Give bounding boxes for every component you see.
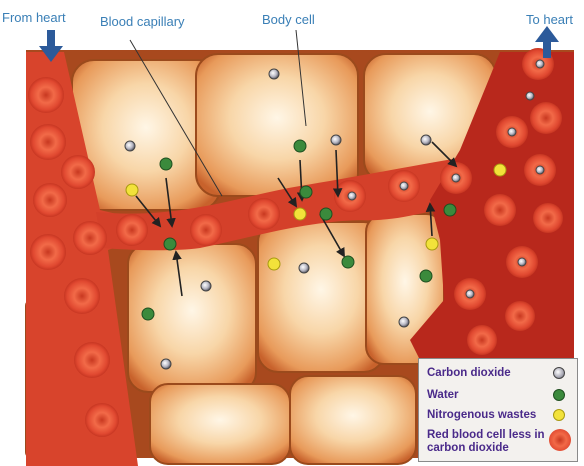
carbon-dioxide-molecule <box>125 141 135 151</box>
water-molecule <box>142 308 154 320</box>
carbon-dioxide-molecule <box>466 290 474 298</box>
carbon-dioxide-molecule <box>348 192 356 200</box>
red-blood-cell <box>64 278 100 314</box>
legend: Carbon dioxide Water Nitrogenous wastes … <box>418 358 578 462</box>
red-blood-cell <box>248 198 280 230</box>
label-to-heart: To heart <box>526 12 573 27</box>
water-molecule <box>160 158 172 170</box>
label-blood-capillary: Blood capillary <box>100 14 185 29</box>
carbon-dioxide-molecule <box>518 258 526 266</box>
water-molecule <box>420 270 432 282</box>
carbon-dioxide-molecule <box>299 263 309 273</box>
red-blood-cell <box>533 203 563 233</box>
legend-label-water: Water <box>427 389 459 402</box>
carbon-dioxide-molecule <box>452 174 460 182</box>
water-molecule <box>294 140 306 152</box>
red-blood-cell <box>61 155 95 189</box>
red-blood-cell <box>30 124 66 160</box>
nitrogenous-waste-molecule <box>294 208 306 220</box>
nitrogenous-waste-molecule <box>494 164 506 176</box>
red-blood-cell <box>85 403 119 437</box>
nitrogenous-waste-molecule <box>268 258 280 270</box>
water-molecule <box>342 256 354 268</box>
carbon-dioxide-molecule <box>526 92 534 100</box>
carbon-dioxide-molecule <box>400 182 408 190</box>
red-blood-cell <box>190 214 222 246</box>
red-blood-cell <box>484 194 516 226</box>
carbon-dioxide-molecule <box>508 128 516 136</box>
carbon-dioxide-molecule <box>421 135 431 145</box>
body-cell <box>150 384 290 464</box>
carbon-dioxide-molecule <box>331 135 341 145</box>
carbon-dioxide-molecule <box>269 69 279 79</box>
water-molecule <box>320 208 332 220</box>
water-molecule <box>164 238 176 250</box>
carbon-dioxide-molecule <box>536 60 544 68</box>
water-molecule <box>300 186 312 198</box>
legend-label-red-blood-cell: Red blood cell less in carbon dioxide <box>427 429 545 455</box>
legend-rbc-line1: Red blood cell less in <box>427 429 545 442</box>
nitrogenous-waste-molecule <box>126 184 138 196</box>
water-molecule <box>444 204 456 216</box>
carbon-dioxide-molecule <box>536 166 544 174</box>
carbon-dioxide-molecule <box>201 281 211 291</box>
body-cell <box>290 376 416 464</box>
red-blood-cell <box>28 77 64 113</box>
red-blood-cell <box>505 301 535 331</box>
red-blood-cell <box>116 214 148 246</box>
label-from-heart: From heart <box>2 10 66 25</box>
legend-nitrogenous-wastes-icon <box>553 409 565 421</box>
red-blood-cell <box>73 221 107 255</box>
legend-water-icon <box>553 389 565 401</box>
carbon-dioxide-molecule <box>161 359 171 369</box>
carbon-dioxide-molecule <box>399 317 409 327</box>
legend-label-nitrogenous-wastes: Nitrogenous wastes <box>427 409 536 422</box>
label-body-cell: Body cell <box>262 12 315 27</box>
legend-label-carbon-dioxide: Carbon dioxide <box>427 367 511 380</box>
legend-rbc-line2: carbon dioxide <box>427 442 545 455</box>
legend-carbon-dioxide-icon <box>553 367 565 379</box>
red-blood-cell <box>467 325 497 355</box>
red-blood-cell <box>33 183 67 217</box>
red-blood-cell <box>74 342 110 378</box>
red-blood-cell <box>30 234 66 270</box>
legend-red-blood-cell-icon <box>549 429 571 451</box>
red-blood-cell <box>530 102 562 134</box>
nitrogenous-waste-molecule <box>426 238 438 250</box>
